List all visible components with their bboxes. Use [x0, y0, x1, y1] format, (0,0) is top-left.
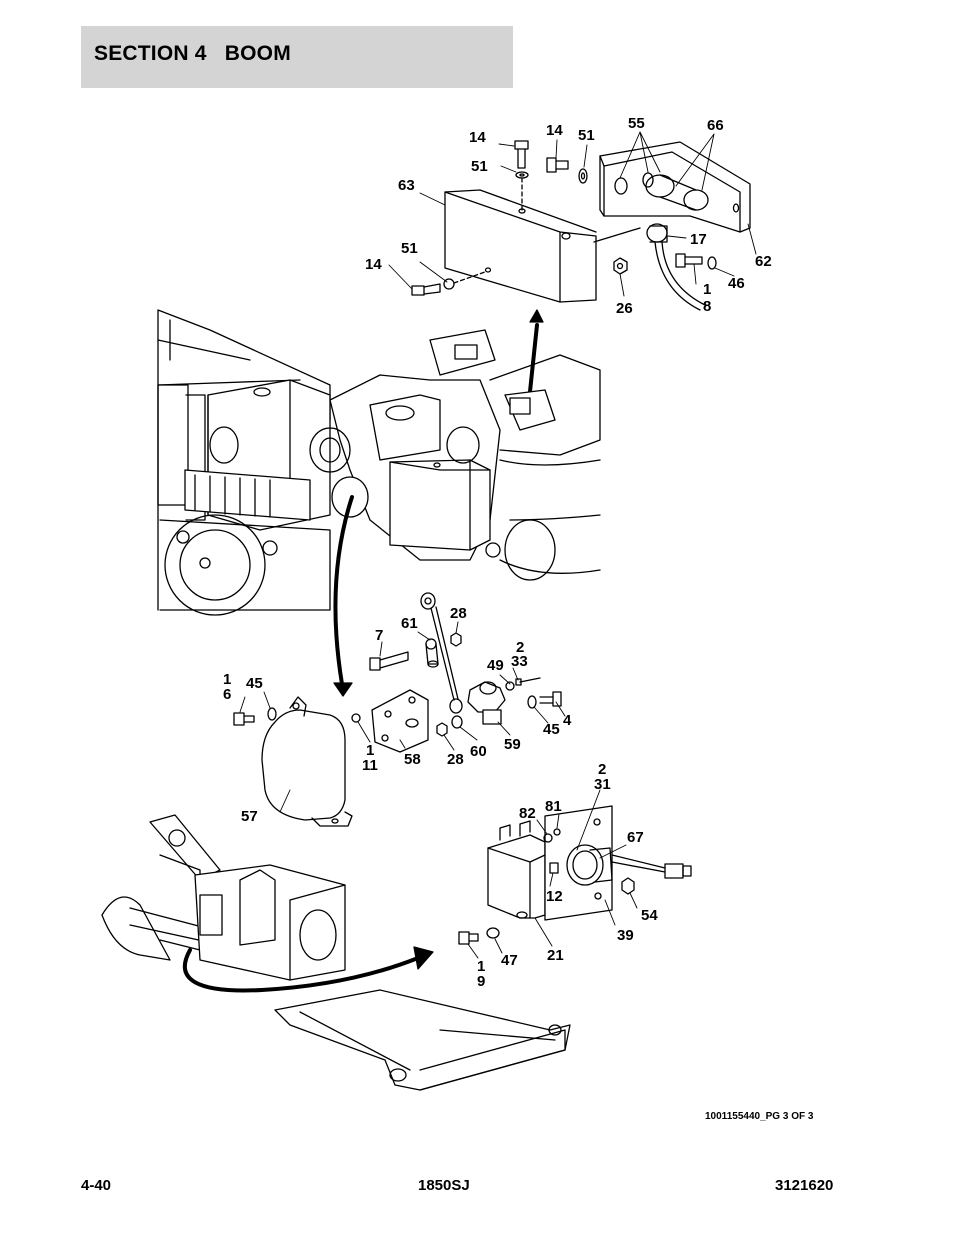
callout-7: 7 [375, 627, 383, 644]
callout-1-d: 1 [477, 958, 485, 975]
bolt-14-low [412, 284, 440, 295]
callout-60: 60 [470, 743, 487, 760]
callout-14-low: 14 [365, 256, 382, 273]
callout-62: 62 [755, 253, 772, 270]
footer-doc-number: 3121620 [775, 1177, 834, 1194]
spacer-61 [426, 639, 438, 667]
callout-28-top: 28 [450, 605, 467, 622]
nuts-81-82 [544, 829, 560, 842]
bolt-14 [540, 692, 561, 706]
callout-45-right: 45 [543, 721, 560, 738]
switch-59 [468, 682, 505, 724]
callout-59: 59 [504, 736, 521, 753]
washer-1-11 [352, 714, 360, 722]
callout-66: 66 [707, 117, 724, 134]
callout-49: 49 [487, 657, 504, 674]
callout-1-a: 1 [703, 281, 711, 298]
bracket-58 [372, 690, 428, 752]
callout-21: 21 [547, 947, 564, 964]
switch-67 [567, 845, 691, 885]
rod-60 [421, 593, 462, 728]
callout-82: 82 [519, 805, 536, 822]
callout-14-mid: 14 [546, 122, 563, 139]
boom-assembly [158, 310, 600, 615]
callout-63: 63 [398, 177, 415, 194]
lower-boom-assembly [102, 815, 570, 1090]
washer-49 [506, 682, 514, 690]
bolt-14-top [515, 141, 528, 168]
washer-46 [708, 257, 716, 269]
callout-54: 54 [641, 907, 658, 924]
callout-28-low: 28 [447, 751, 464, 768]
callout-9: 9 [477, 973, 485, 990]
nut-28-low [437, 723, 447, 736]
washer-45-right [528, 696, 536, 708]
callout-47: 47 [501, 952, 518, 969]
callout-14-top: 14 [469, 129, 486, 146]
washer-51-low [444, 279, 454, 289]
cover-57 [262, 697, 352, 826]
bolt-18 [676, 254, 702, 267]
callout-61: 61 [401, 615, 418, 632]
washer-51-right [579, 169, 587, 183]
nut-54 [622, 878, 634, 894]
callout-67: 67 [627, 829, 644, 846]
callout-55: 55 [628, 115, 645, 132]
callout-2-b: 2 [598, 761, 606, 778]
callout-51-right: 51 [578, 127, 595, 144]
box-21 [488, 821, 545, 918]
callout-58: 58 [404, 751, 421, 768]
callout-26: 26 [616, 300, 633, 317]
callout-51-top: 51 [471, 158, 488, 175]
section-header: SECTION 4 BOOM [81, 26, 513, 88]
grommet-55 [615, 173, 653, 194]
callout-45-left: 45 [246, 675, 263, 692]
bracket-62 [600, 142, 750, 232]
callout-1-b: 1 [223, 671, 231, 688]
grommet-17 [647, 224, 667, 242]
callout-39: 39 [617, 927, 634, 944]
bolt-7 [370, 652, 408, 670]
callout-2-a: 2 [516, 639, 524, 656]
nut-28-top [451, 633, 461, 646]
callout-1-c: 1 [366, 742, 374, 759]
callout-17: 17 [690, 231, 707, 248]
callout-81: 81 [545, 798, 562, 815]
screw-12 [550, 863, 558, 873]
drawing-id: 1001155440_PG 3 OF 3 [705, 1111, 814, 1122]
switches-66 [646, 175, 708, 210]
washer-47 [487, 928, 499, 938]
callout-33: 33 [511, 653, 528, 670]
screw-2-33 [516, 678, 540, 685]
callout-12: 12 [546, 888, 563, 905]
bolt-16 [234, 713, 254, 725]
section-title: SECTION 4 BOOM [94, 42, 291, 65]
footer-model: 1850SJ [418, 1177, 470, 1194]
nut-26 [614, 258, 627, 274]
callout-11: 11 [362, 757, 378, 774]
washer-45-left [268, 708, 276, 720]
footer-page-number: 4-40 [81, 1177, 112, 1194]
callout-4: 4 [563, 712, 572, 729]
callout-57: 57 [241, 808, 258, 825]
callout-51-low: 51 [401, 240, 418, 257]
cover-63 [445, 190, 596, 302]
washer-51-top [516, 172, 528, 178]
callout-6: 6 [223, 686, 231, 703]
callout-46: 46 [728, 275, 745, 292]
bolt-14-mid [547, 158, 568, 172]
callout-8: 8 [703, 298, 711, 315]
callout-31: 31 [594, 776, 611, 793]
bolt-19 [459, 932, 478, 944]
